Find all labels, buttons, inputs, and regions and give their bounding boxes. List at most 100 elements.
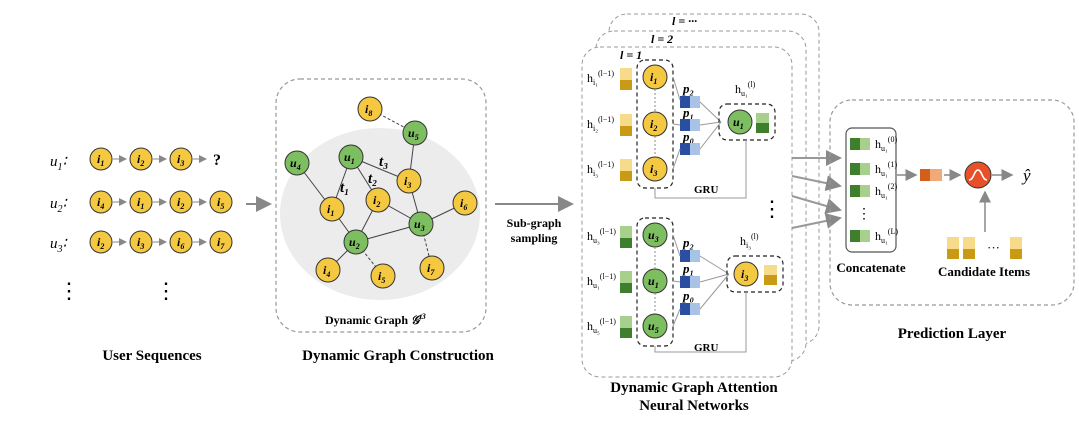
node-u5: u5 [642,313,668,339]
sequence-row-u2: u2∶ i4 i1 i2 i5 [50,190,233,215]
graph-node-i4: i4 [315,257,341,283]
svg-text:i1: i1 [137,195,144,211]
svg-text:u3: u3 [648,228,659,244]
svg-text:i7: i7 [217,235,225,251]
svg-text:i6: i6 [460,196,467,212]
vertical-ellipsis: ⋮ [58,278,80,303]
svg-text:i2: i2 [373,193,380,209]
svg-text:hu₁(1): hu₁(1) [875,160,897,178]
unknown-next-item: ? [213,152,221,169]
graph-construction-panel: t₁ t₂ t₃ i8 i1 i2 i3 i6 i4 i5 i7 u5 u4 u… [275,78,494,364]
graph-node-i6: i6 [452,190,478,216]
edge-label-t2: t₂ [368,171,377,187]
graph-node-u5: u5 [402,120,428,146]
svg-text:i4: i4 [323,263,330,279]
svg-text:u5: u5 [408,126,419,142]
graph-construction-title: Dynamic Graph Construction [302,348,494,364]
node-u3: u3 [642,222,668,248]
svg-text:i3: i3 [741,267,748,283]
sampling-label-1: Sub-graph [507,216,562,230]
node-i3: i3 [642,156,668,182]
item-node: i3 [169,147,193,171]
graph-node-i8: i8 [357,96,383,122]
graph-node-i2: i2 [365,187,391,213]
dots: ··· [987,240,1000,255]
svg-text:hu₁(2): hu₁(2) [875,182,897,200]
graph-node-i3: i3 [396,168,422,194]
svg-text:u1: u1 [648,274,659,290]
node-u1: u1 [727,109,753,135]
item-node: i3 [129,230,153,254]
svg-text:u1∶: u1∶ [50,154,69,173]
svg-text:p₀: p₀ [682,288,694,303]
item-node: i6 [169,230,193,254]
svg-text:p₁: p₁ [682,105,694,120]
svg-text:hu₁(0): hu₁(0) [875,135,897,153]
graph-node-u1: u1 [338,144,364,170]
svg-text:u2∶: u2∶ [50,196,69,215]
svg-text:u2: u2 [349,235,360,251]
item-node: i1 [129,190,153,214]
vertical-ellipsis: ⋮ [857,207,871,222]
svg-text:i2: i2 [137,152,144,168]
candidate-items-label: Candidate Items [938,264,1030,279]
prediction-title: Prediction Layer [898,326,1007,342]
output-yhat: ŷ [1021,166,1031,185]
prediction-panel: hu₁(0) hu₁(1) hu₁(2) hu₁(L) ⋮ Concatenat… [829,99,1075,342]
layer-label: l = 2 [651,32,673,46]
graph-node-u3: u3 [408,211,434,237]
item-node: i4 [89,190,113,214]
item-node: i7 [209,230,233,254]
item-node: i5 [209,190,233,214]
gru-label: GRU [694,342,719,354]
gru-label: GRU [694,184,719,196]
svg-text:u1: u1 [344,150,355,166]
dgann-panel: l = ··· l = 2 l = 1 hi₁(l−1) hi₂(l−1) hi… [581,13,820,414]
graph-node-i5: i5 [370,263,396,289]
item-node: i2 [89,230,113,254]
graph-node-i7: i7 [419,255,445,281]
svg-text:i1: i1 [327,202,334,218]
edge-label-t1: t₁ [340,180,349,196]
node-i2: i2 [642,111,668,137]
dgann-title-1: Dynamic Graph Attention [610,380,778,396]
svg-text:p₀: p₀ [682,129,694,144]
svg-text:i1: i1 [650,70,657,86]
svg-text:i2: i2 [650,117,657,133]
item-node: i1 [89,147,113,171]
svg-text:p₂: p₂ [682,235,694,250]
svg-text:i7: i7 [427,261,435,277]
vertical-ellipsis: ⋮ [761,196,783,221]
graph-node-u2: u2 [343,229,369,255]
fanout-arrows [791,150,842,229]
concatenate-label: Concatenate [836,260,906,275]
vertical-ellipsis: ⋮ [155,278,177,303]
svg-text:u1: u1 [733,115,744,131]
svg-text:u3: u3 [414,217,425,233]
svg-text:i8: i8 [365,102,372,118]
sequence-row-u1: u1∶ i1 i2 i3 ? [50,147,221,173]
svg-text:i5: i5 [378,269,385,285]
edge-label-t3: t₃ [379,154,388,170]
svg-text:i3: i3 [650,162,657,178]
svg-text:i1: i1 [97,152,104,168]
svg-text:p₂: p₂ [682,81,694,96]
layer-label: l = ··· [672,14,697,28]
graph-caption: Dynamic Graph 𝒢t3 [325,312,426,327]
svg-text:i2: i2 [177,195,184,211]
activation-icon [964,161,992,189]
node-u1: u1 [642,268,668,294]
graph-node-u4: u4 [284,150,310,176]
layer-label: l = 1 [620,48,642,62]
svg-text:i3: i3 [137,235,144,251]
svg-text:p₁: p₁ [682,261,694,276]
dgann-bottom-block: hu₃(l−1) hu₁(l−1) hu₅(l−1) u3 u1 u5 p₂ p… [587,217,784,354]
svg-text:hu₁(L): hu₁(L) [875,227,898,245]
graph-node-i1: i1 [319,196,345,222]
user-sequences-title: User Sequences [102,348,201,364]
svg-text:i3: i3 [177,152,184,168]
svg-text:u3∶: u3∶ [50,236,69,255]
svg-text:u5: u5 [648,319,659,335]
dgann-title-2: Neural Networks [639,398,749,414]
